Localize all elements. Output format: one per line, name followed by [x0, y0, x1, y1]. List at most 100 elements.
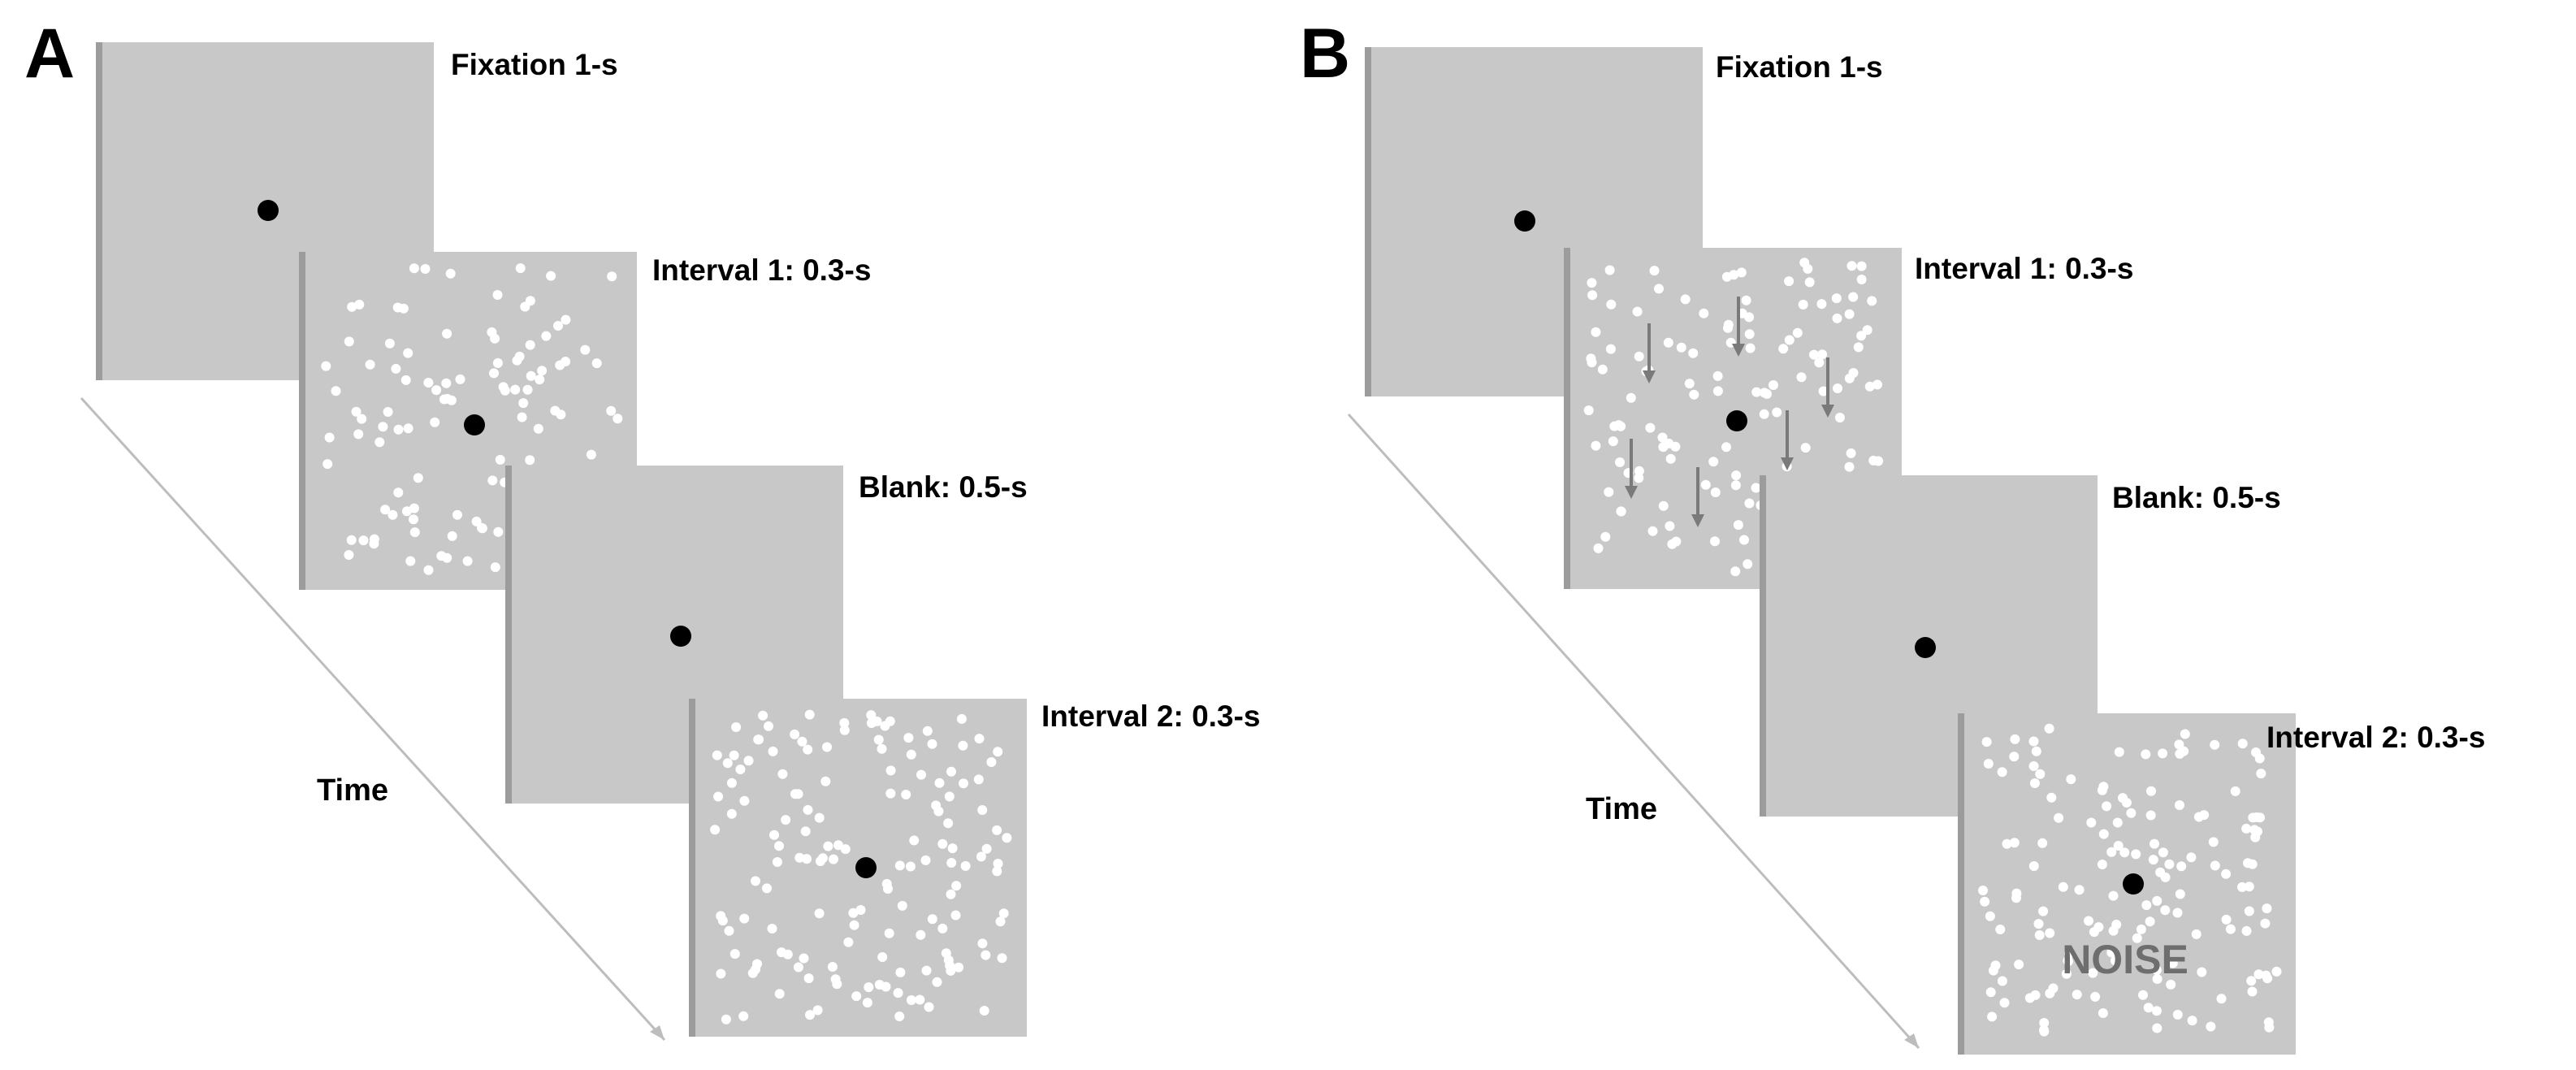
random-dot	[2108, 890, 2119, 901]
random-dot	[1985, 987, 1996, 998]
random-dot	[353, 429, 364, 440]
random-dot	[903, 733, 914, 743]
random-dot	[1759, 409, 1769, 419]
random-dot	[862, 998, 872, 1008]
random-dot	[848, 908, 859, 918]
random-dot	[814, 812, 825, 823]
random-dot	[2063, 948, 2074, 959]
motion-arrow-head	[1821, 405, 1834, 418]
random-dot	[781, 815, 791, 825]
random-dot	[2152, 974, 2163, 984]
random-dot	[347, 301, 357, 312]
random-dot	[951, 881, 962, 891]
random-dot	[840, 844, 851, 855]
random-dot	[378, 422, 388, 432]
random-dot	[803, 744, 813, 755]
random-dot	[977, 938, 988, 949]
random-dot	[2221, 914, 2232, 925]
random-dot	[2158, 748, 2168, 759]
random-dot	[799, 953, 809, 964]
random-dot	[1983, 759, 1994, 769]
random-dot	[2187, 1016, 2197, 1026]
random-dot	[2039, 1018, 2050, 1028]
frame-label: Fixation 1-s	[1716, 50, 1883, 84]
random-dot	[1814, 357, 1825, 368]
random-dot	[2172, 908, 2183, 918]
random-dot	[2090, 991, 2101, 1002]
random-dot	[2193, 812, 2204, 822]
random-dot	[1663, 337, 1673, 348]
random-dot	[2237, 882, 2247, 892]
random-dot	[885, 716, 895, 726]
random-dot	[2248, 812, 2258, 823]
random-dot	[2106, 847, 2117, 857]
random-dot	[2098, 829, 2109, 839]
random-dot	[1587, 357, 1597, 368]
random-dot	[793, 962, 803, 973]
random-dot	[613, 414, 623, 424]
random-dot	[2197, 967, 2207, 977]
random-dot	[2114, 747, 2124, 757]
random-dot	[774, 841, 784, 851]
random-dot	[1978, 886, 1988, 895]
random-dot	[1741, 295, 1751, 305]
random-dot	[713, 791, 724, 802]
random-dot	[920, 855, 931, 865]
random-dot	[933, 806, 944, 817]
random-dot	[2246, 976, 2257, 986]
random-dot	[2044, 723, 2054, 734]
random-dot	[324, 432, 335, 443]
random-dot	[1680, 294, 1691, 305]
random-dot	[2011, 893, 2021, 903]
random-dot	[738, 1011, 749, 1021]
random-dot	[906, 749, 916, 760]
random-dot	[2029, 778, 2040, 788]
random-dot	[393, 424, 404, 435]
random-dot	[2112, 817, 2123, 828]
screen-edge	[1958, 713, 1964, 1055]
random-dot	[2145, 916, 2155, 927]
random-dot	[1867, 296, 1877, 306]
random-dot	[927, 739, 937, 749]
random-dot	[1002, 833, 1012, 843]
random-dot	[927, 914, 937, 925]
random-dot	[2084, 916, 2093, 926]
random-dot	[995, 916, 1006, 927]
random-dot	[974, 734, 985, 744]
random-dot	[2253, 969, 2264, 980]
random-dot	[986, 757, 997, 767]
random-dot	[710, 825, 721, 835]
random-dot	[1744, 329, 1755, 340]
random-dot	[2143, 1003, 2154, 1013]
random-dot	[820, 776, 831, 786]
panel-b-time-arrowhead	[1904, 1033, 1919, 1048]
random-dot	[2097, 785, 2107, 795]
random-dot	[537, 366, 548, 376]
random-dot	[998, 908, 1009, 919]
random-dot	[2024, 993, 2035, 1003]
frame-label: Blank: 0.5-s	[2112, 481, 2281, 514]
random-dot	[1712, 370, 1723, 381]
random-dot	[442, 328, 452, 339]
random-dot	[881, 981, 891, 992]
random-dot	[2119, 847, 2130, 858]
fixation-dot	[855, 857, 877, 878]
random-dot	[400, 375, 411, 385]
random-dot	[2244, 906, 2254, 916]
random-dot	[1658, 500, 1669, 511]
random-dot	[839, 725, 850, 735]
random-dot	[1762, 388, 1772, 399]
panel-b-frame-interval-2: NOISE Interval 2: 0.3-s	[1958, 713, 2485, 1055]
random-dot	[358, 535, 369, 546]
random-dot	[487, 327, 497, 337]
random-dot	[954, 962, 963, 973]
random-dot	[1856, 275, 1867, 284]
random-dot	[814, 908, 825, 919]
random-dot	[2237, 739, 2248, 749]
random-dot	[2191, 929, 2202, 939]
random-dot	[2148, 855, 2158, 865]
random-dot	[405, 556, 416, 566]
random-dot	[2210, 739, 2220, 750]
random-dot	[2046, 792, 2057, 803]
random-dot	[490, 562, 500, 573]
